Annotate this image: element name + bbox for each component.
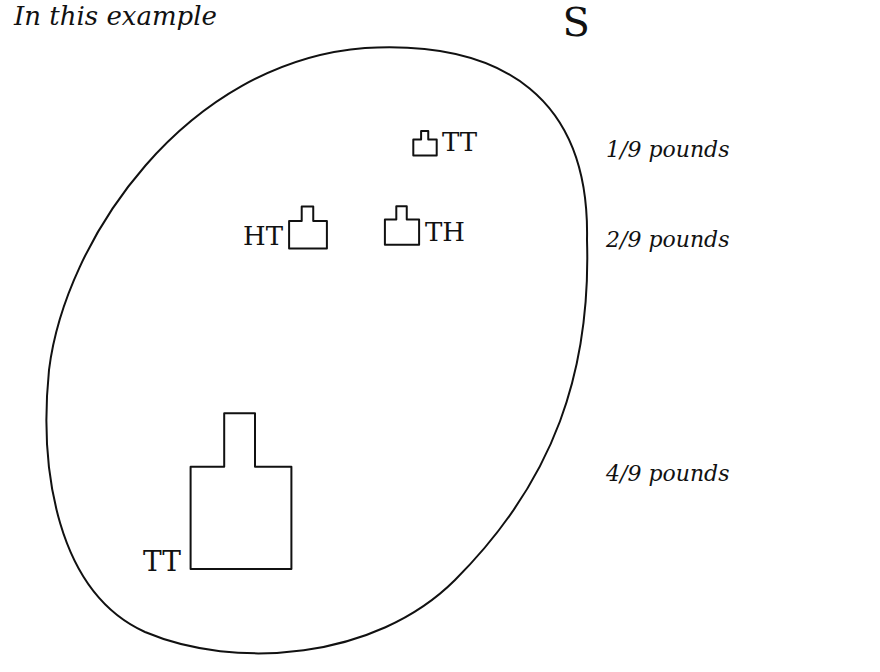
outcome-weight: TT bbox=[412, 128, 477, 157]
sample-space-outline bbox=[35, 40, 600, 670]
weight-label: 2/9 pounds bbox=[606, 228, 729, 252]
set-name: S bbox=[563, 0, 590, 44]
weight-icon bbox=[383, 203, 421, 247]
outcome-weight: TH bbox=[383, 203, 465, 247]
sample-space-region: STTHTTHTT bbox=[35, 40, 600, 670]
weight-icon bbox=[412, 129, 438, 157]
outcome-weight: TT bbox=[143, 400, 297, 578]
weight-label: 4/9 pounds bbox=[606, 462, 729, 486]
weight-icon bbox=[185, 400, 297, 578]
weight-label: 1/9 pounds bbox=[606, 138, 729, 162]
outcome-label: TT bbox=[442, 128, 477, 157]
outcome-weight: HT bbox=[243, 203, 329, 251]
outcome-label: HT bbox=[243, 222, 283, 251]
outcome-label: TT bbox=[143, 547, 181, 578]
outcome-label: TH bbox=[425, 218, 465, 247]
note-heading: In this example bbox=[14, 2, 217, 31]
weight-icon bbox=[287, 203, 329, 251]
